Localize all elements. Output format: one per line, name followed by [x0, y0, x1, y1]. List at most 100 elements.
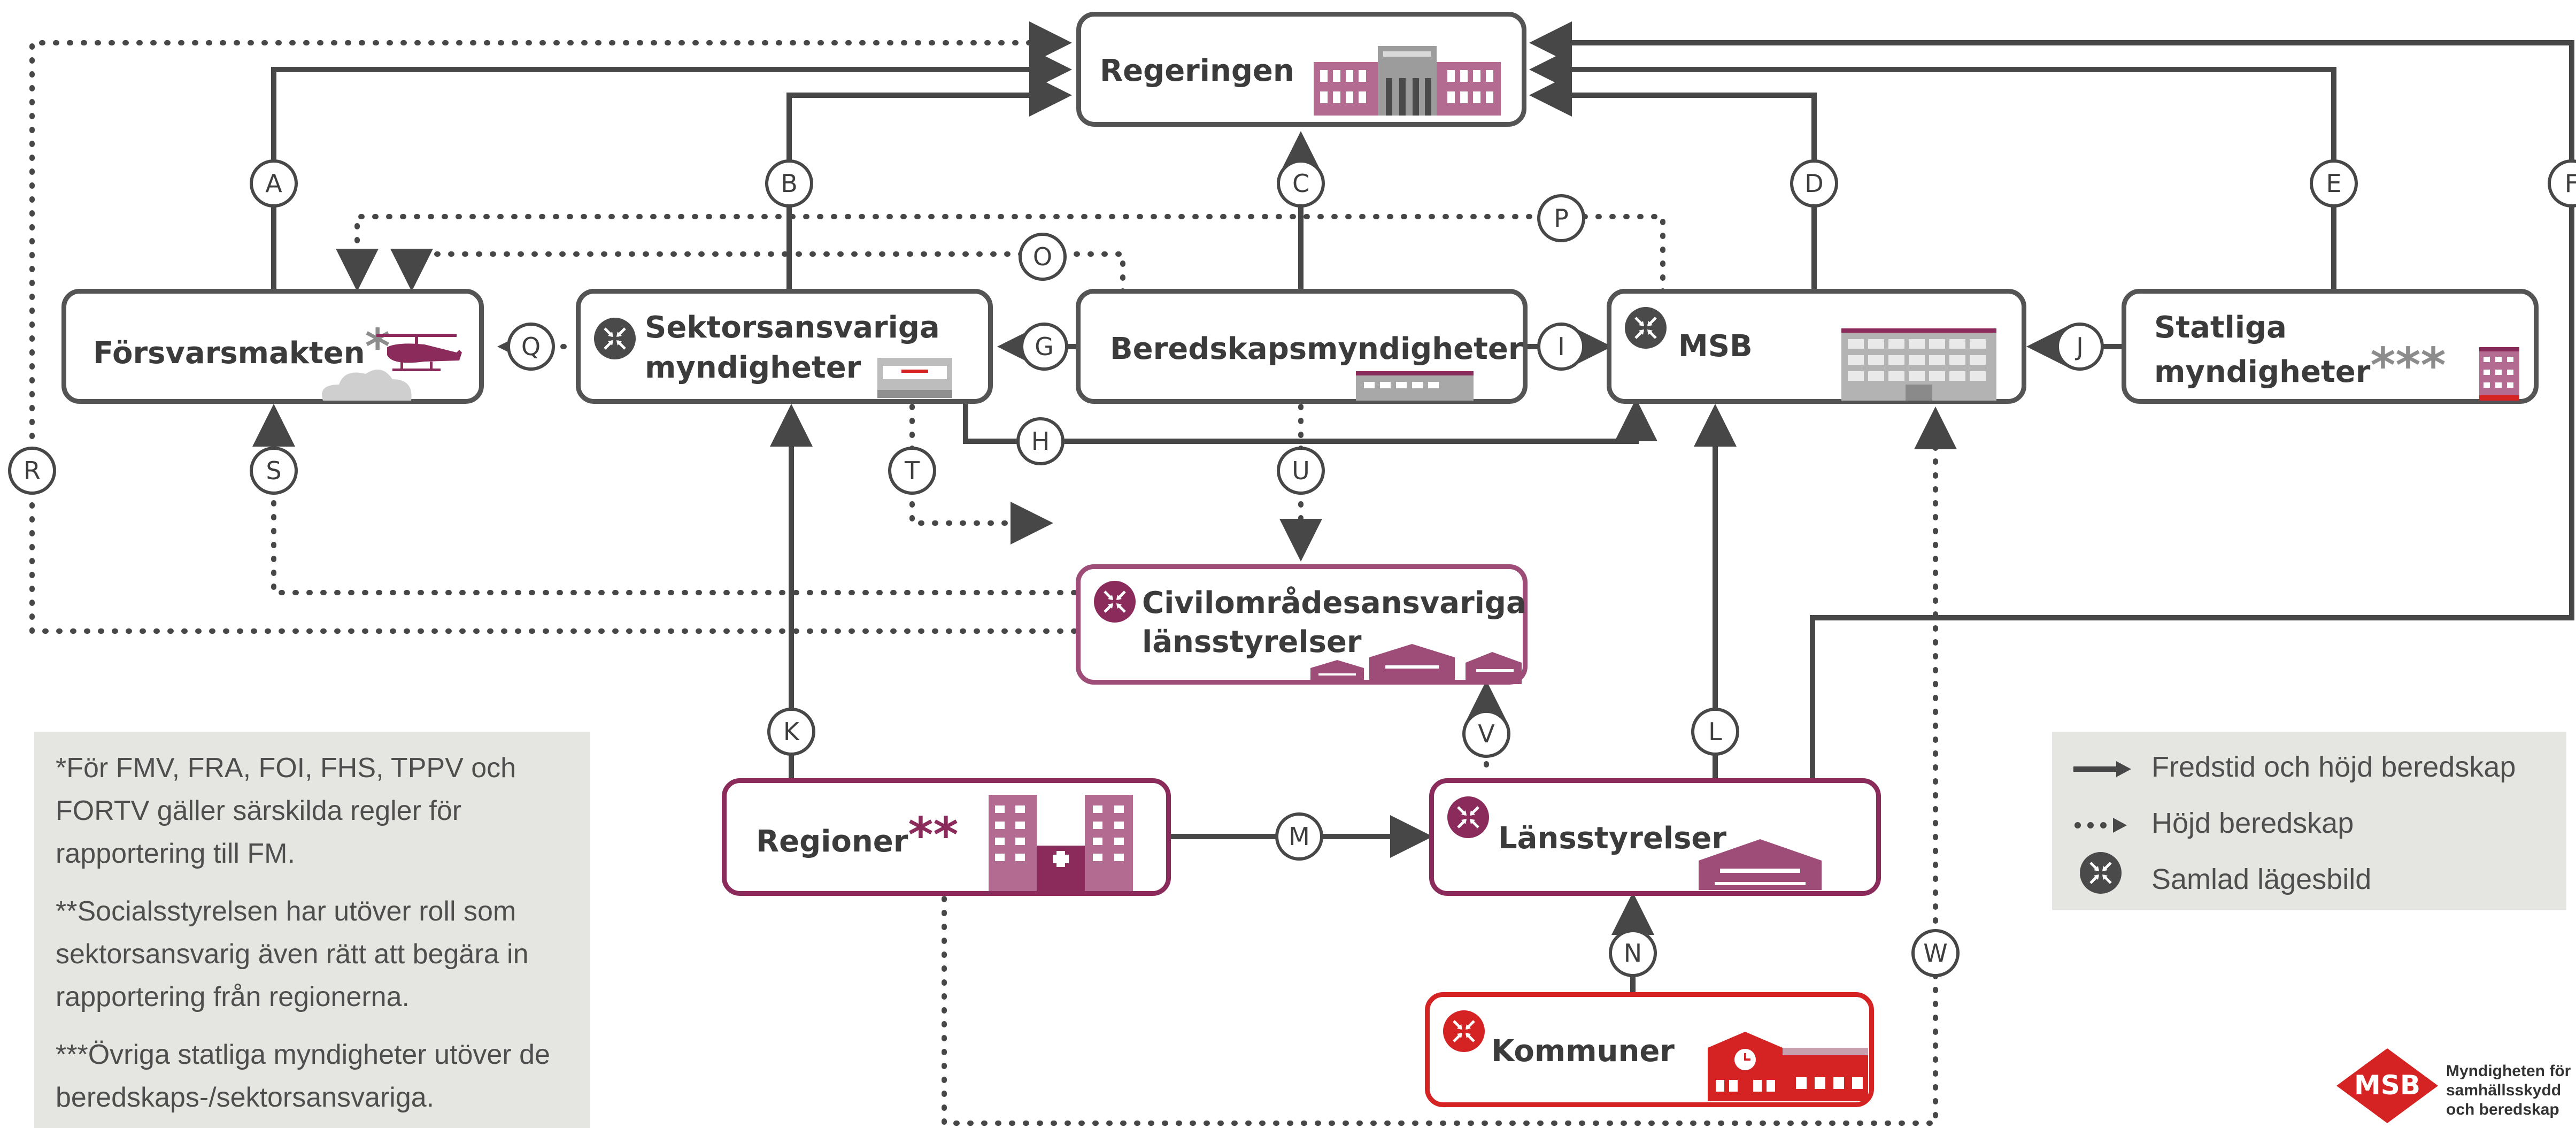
node-label: Länsstyrelser: [1498, 821, 1726, 856]
svg-text:O: O: [1033, 242, 1052, 271]
svg-text:H: H: [1031, 427, 1050, 456]
consolidated-view-icon: [594, 318, 636, 359]
line-a: [271, 48, 1072, 292]
connector-f: F: [2548, 159, 2576, 208]
node-label-text: Regioner: [756, 824, 908, 859]
connector-q: Q: [507, 323, 555, 371]
line-p: [336, 214, 1665, 295]
connector-t: T: [888, 447, 936, 495]
connector-o: O: [1019, 233, 1067, 281]
building-icon: [1314, 46, 1501, 116]
node-msb: MSB: [1607, 289, 2026, 404]
svg-text:U: U: [1292, 456, 1310, 485]
footnote-asterisk: ***: [2370, 337, 2446, 394]
consolidated-view-icon: [1443, 1010, 1485, 1052]
office-building-icon: [1841, 328, 1996, 401]
connector-k: K: [767, 708, 815, 756]
svg-text:MSB: MSB: [2354, 1070, 2420, 1101]
node-sektorsansvariga: Sektorsansvariga myndigheter: [576, 289, 993, 404]
footnote-3: ***Övriga statliga myndigheter utöver de…: [56, 1039, 550, 1113]
svg-text:V: V: [1478, 719, 1495, 748]
line-w: [942, 406, 1957, 1126]
line-o: [390, 249, 1125, 295]
consolidated-view-icon: [2080, 852, 2122, 894]
barn-icon: [1699, 839, 1822, 890]
node-label-line1: Statliga: [2154, 310, 2287, 345]
connector-g: G: [1020, 323, 1068, 371]
legend-badge-label: Samlad lägesbild: [2151, 863, 2372, 895]
connector-i: I: [1537, 323, 1585, 371]
svg-text:A: A: [265, 169, 282, 198]
msb-logo-mark: MSB: [2336, 1048, 2438, 1123]
connector-d: D: [1790, 159, 1838, 208]
svg-text:B: B: [781, 169, 798, 198]
consolidated-view-icon: [1447, 796, 1489, 838]
line-t: [909, 404, 1053, 544]
footnotes-panel: *För FMV, FRA, FOI, FHS, TPPV och FORTV …: [34, 732, 590, 1128]
footnote-2: **Socialsstyrelsen har utöver roll som s…: [56, 896, 529, 1012]
footnote-asterisk: *: [365, 319, 390, 375]
connector-a: A: [250, 159, 298, 208]
legend: Fredstid och höjd beredskap Höjd beredsk…: [2052, 732, 2566, 910]
connector-n: N: [1609, 929, 1657, 977]
line-h: [963, 398, 1657, 444]
svg-text:N: N: [1624, 939, 1642, 968]
connector-b: B: [765, 159, 813, 208]
dotted-arrow-icon: [2074, 818, 2127, 833]
svg-text:W: W: [1923, 939, 1947, 968]
svg-text:S: S: [266, 456, 281, 485]
svg-text:M: M: [1289, 822, 1310, 851]
svg-text:K: K: [783, 717, 800, 746]
svg-text:F: F: [2565, 169, 2576, 198]
connector-c: C: [1277, 159, 1325, 208]
consolidated-view-icon: [1094, 581, 1136, 623]
connector-e: E: [2310, 159, 2358, 208]
connector-w: W: [1911, 929, 1960, 977]
footnote-asterisk: **: [908, 807, 959, 863]
line-s: [252, 404, 1077, 595]
footnote-1: *För FMV, FRA, FOI, FHS, TPPV och FORTV …: [56, 753, 516, 869]
svg-text:L: L: [1708, 717, 1722, 746]
svg-text:I: I: [1557, 332, 1565, 361]
svg-text:E: E: [2326, 169, 2341, 198]
legend-solid-label: Fredstid och höjd beredskap: [2151, 751, 2516, 783]
connector-u: U: [1277, 447, 1325, 495]
node-statliga-myndigheter: Statliga myndigheter***: [2122, 289, 2539, 404]
legend-dotted-label: Höjd beredskap: [2151, 807, 2354, 839]
connector-j: J: [2056, 323, 2104, 371]
node-beredskapsmyndigheter: Beredskapsmyndigheter: [1076, 289, 1528, 404]
logo-line-2: samhällsskydd: [2446, 1081, 2562, 1099]
node-lansstyrelser: Länsstyrelser: [1429, 778, 1881, 896]
node-label-line2: myndigheter: [645, 350, 861, 385]
connector-labels: A B C D E F G H I J K L M N O P Q R S T …: [8, 159, 2576, 977]
connector-p: P: [1537, 194, 1585, 242]
line-e: [1529, 48, 2336, 292]
svg-text:G: G: [1035, 332, 1054, 361]
node-civilomradesansvariga: Civilområdesansvariga länsstyrelser: [1076, 564, 1528, 685]
svg-text:J: J: [2074, 332, 2084, 361]
svg-text:P: P: [1554, 204, 1569, 233]
node-forsvarsmakten: Försvarsmakten*: [61, 289, 484, 404]
connector-v: V: [1462, 710, 1510, 758]
node-label: Regioner**: [756, 811, 958, 860]
node-label-line1: Sektorsansvariga: [645, 310, 940, 345]
helicopter-icon: [376, 334, 462, 371]
hospital-icon: [989, 795, 1133, 891]
svg-text:C: C: [1292, 169, 1309, 198]
node-label: Försvarsmakten*: [93, 323, 390, 372]
svg-text:R: R: [24, 456, 41, 485]
connector-r: R: [8, 447, 56, 495]
node-label-line2: myndigheter***: [2154, 342, 2446, 390]
logo-line-3: och beredskap: [2446, 1101, 2559, 1118]
consolidated-view-icon: [1625, 307, 1667, 349]
node-kommuner: Kommuner: [1425, 992, 1874, 1107]
node-label: Regeringen: [1100, 53, 1294, 88]
node-label: Beredskapsmyndigheter: [1110, 332, 1523, 366]
logo-line-1: Myndigheten för: [2446, 1062, 2571, 1080]
node-label-line2: länsstyrelser: [1142, 625, 1362, 659]
node-label: Kommuner: [1491, 1034, 1675, 1069]
svg-text:Q: Q: [521, 332, 541, 361]
connector-s: S: [250, 447, 298, 495]
connector-m: M: [1275, 812, 1323, 861]
